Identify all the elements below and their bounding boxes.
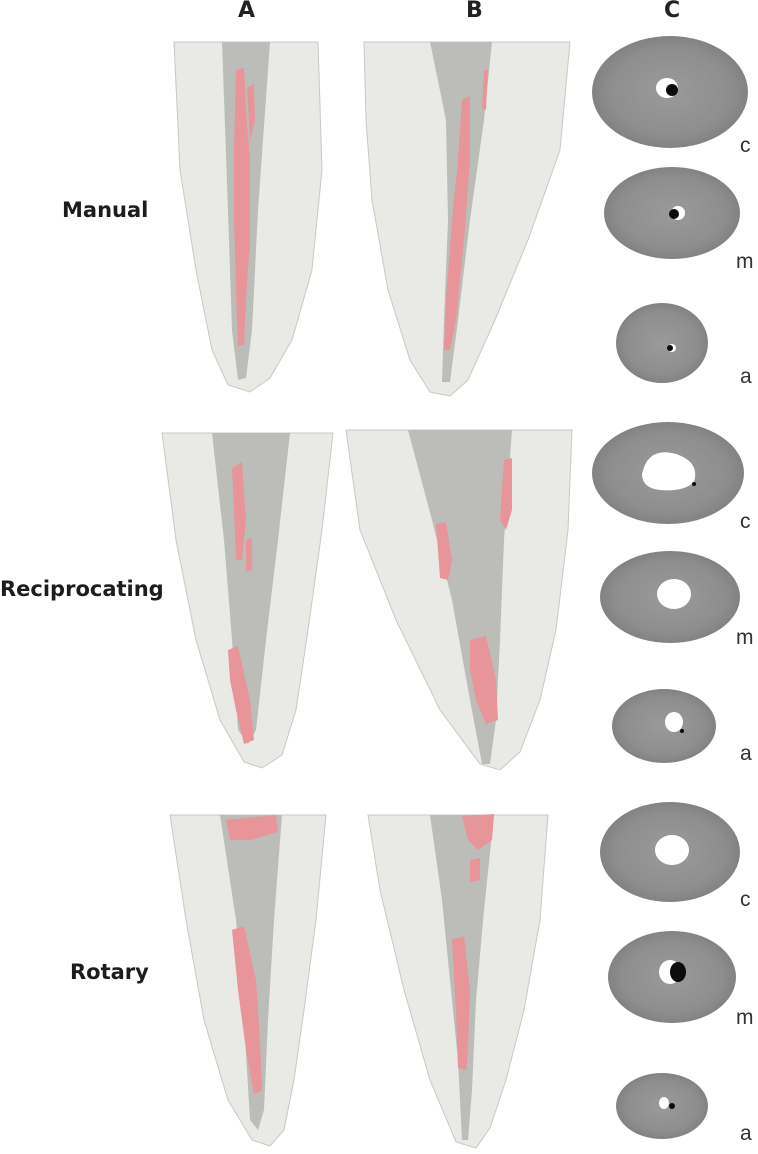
- cross-section-rotary-c: [600, 802, 740, 902]
- debris: [232, 462, 246, 560]
- column-header-b: B: [466, 0, 483, 23]
- debris: [436, 522, 452, 580]
- cross-section-manual-c: [592, 36, 748, 148]
- debris: [247, 84, 255, 140]
- debris: [246, 538, 252, 572]
- root-3d-manual-a: [173, 41, 323, 393]
- level-label-reciprocating-m: m: [736, 626, 754, 649]
- row-label-manual: Manual: [62, 198, 149, 222]
- cross-section-manual-a: [616, 303, 708, 383]
- cross-section-reciprocating-m: [600, 551, 740, 643]
- level-label-rotary-c: c: [740, 888, 751, 911]
- root-3d-rotary-a: [169, 814, 327, 1147]
- level-label-rotary-a: a: [740, 1122, 752, 1145]
- level-label-manual-c: c: [740, 134, 751, 157]
- debris: [470, 636, 498, 724]
- row-label-reciprocating: Reciprocating: [0, 577, 164, 601]
- debris: [482, 70, 488, 110]
- debris: [234, 68, 250, 346]
- debris: [232, 926, 262, 1094]
- level-label-manual-m: m: [736, 250, 754, 273]
- root-canal: [212, 433, 290, 744]
- level-label-reciprocating-a: a: [740, 742, 752, 765]
- level-label-rotary-m: m: [736, 1006, 754, 1029]
- debris: [500, 458, 512, 530]
- debris: [452, 936, 470, 1070]
- debris: [444, 96, 470, 350]
- cross-section-reciprocating-a: [612, 689, 716, 763]
- root-3d-manual-b: [363, 41, 571, 397]
- debris: [226, 815, 278, 840]
- row-label-rotary: Rotary: [70, 960, 149, 984]
- debris: [228, 646, 254, 744]
- root-3d-reciprocating-b: [345, 429, 573, 771]
- root-3d-reciprocating-a: [161, 432, 334, 769]
- debris: [462, 814, 494, 850]
- cross-section-reciprocating-c: [592, 422, 744, 524]
- canal-lumen: [642, 452, 696, 491]
- debris: [470, 858, 480, 882]
- cross-section-manual-m: [604, 167, 740, 259]
- column-header-c: C: [664, 0, 681, 23]
- level-label-manual-a: a: [740, 365, 752, 388]
- level-label-reciprocating-c: c: [740, 510, 751, 533]
- cross-section-rotary-m: [608, 931, 736, 1023]
- column-header-a: A: [238, 0, 256, 23]
- cross-section-rotary-a: [616, 1073, 708, 1139]
- root-3d-rotary-b: [367, 814, 549, 1149]
